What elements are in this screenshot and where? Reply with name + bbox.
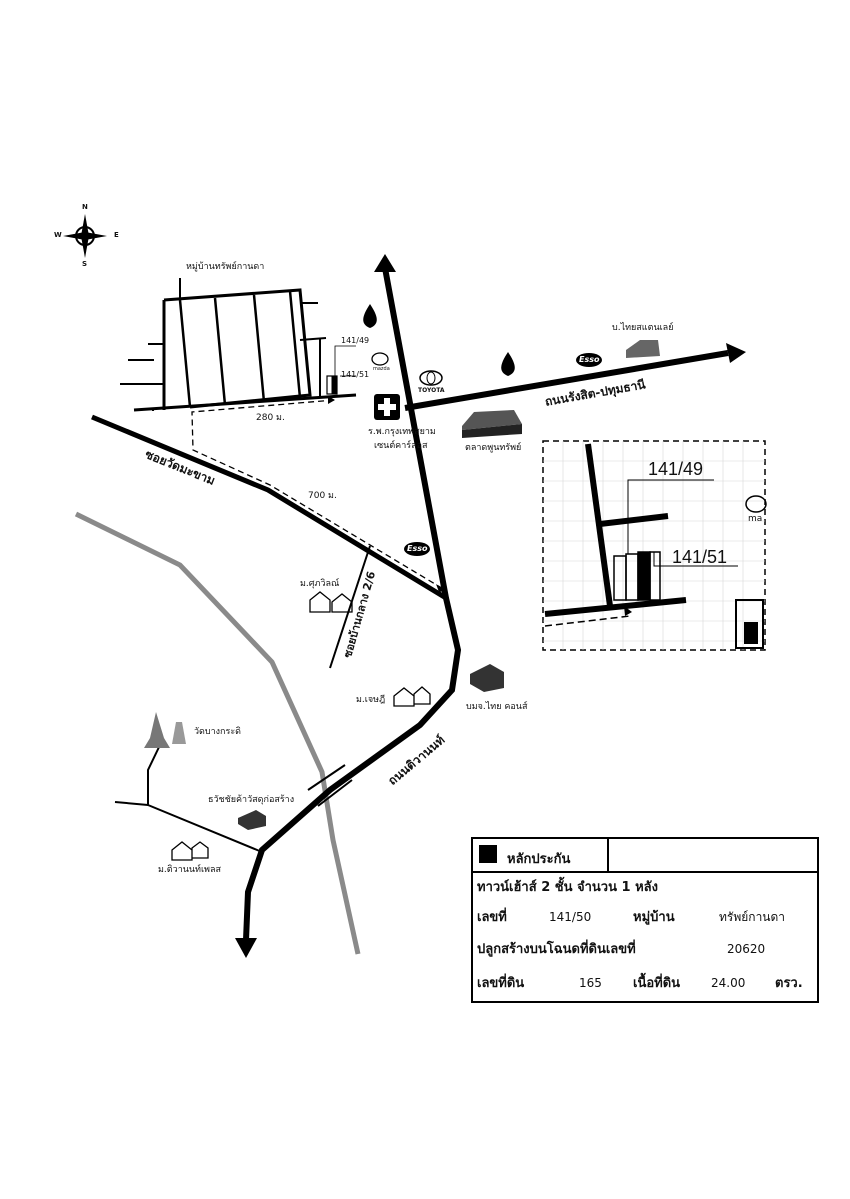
village-plan: [120, 278, 357, 412]
river: [74, 511, 361, 955]
toyota-logo-icon: [419, 370, 443, 386]
label-toyota: TOYOTA: [418, 387, 445, 394]
office-building-icon-2: [238, 810, 266, 830]
compass-e: E: [114, 231, 119, 239]
road-rangsit: [404, 350, 729, 411]
info-area-value: 24.00: [711, 976, 746, 990]
road-wat: [147, 744, 263, 853]
info-deed-value: 20620: [727, 942, 766, 956]
road-wat-west: [114, 801, 149, 806]
label-thai-stanley: บ.ไทยสแตนเลย์: [612, 323, 674, 333]
house-icon-2: [393, 686, 431, 707]
esso-logo-icon-2: [404, 542, 430, 556]
market-building-icon: [462, 410, 522, 438]
label-mb-sukrawin: ม.ศุภวิลณ์: [300, 579, 340, 589]
inset-label-4151: 141/51: [672, 547, 728, 567]
label-thai-cons: บมจ.ไทย คอนส์: [466, 702, 528, 712]
mazda-logo-icon: [371, 352, 389, 366]
route-dashed: [191, 399, 446, 591]
label-mb-tiwanon-place: ม.ติวานนท์เพลส: [158, 865, 221, 875]
info-header-block-icon: [479, 845, 497, 863]
compass-n: N: [82, 203, 88, 211]
fuel-drop-icon-2: [501, 352, 515, 376]
temple-icon: [144, 712, 186, 748]
house-icon-3: [171, 841, 209, 861]
label-village-top: หมู่บ้านทรัพย์กานดา: [186, 262, 265, 272]
label-esso-2: Esso: [407, 544, 428, 553]
road-soi-watmaekham: [91, 414, 448, 601]
hospital-cross-icon: [374, 394, 400, 420]
label-dist-700: 700 ม.: [308, 491, 337, 501]
office-building-icon-1: [470, 664, 504, 692]
label-mazda: mazda: [373, 366, 390, 372]
road-tiwanon: [243, 267, 462, 941]
info-header: หลักประกัน: [473, 839, 819, 873]
arrow-south-icon: [235, 938, 257, 958]
inset-label-4149: 141/49: [648, 459, 704, 479]
compass-s: S: [82, 260, 88, 268]
label-esso-1: Esso: [579, 355, 600, 364]
arrow-east-icon: [726, 343, 746, 363]
arrow-north-icon: [374, 254, 396, 272]
info-area-label: เนื้อที่ดิน: [633, 976, 681, 991]
bridge: [307, 764, 353, 807]
inset-label-ma: ma: [748, 514, 763, 524]
esso-logo-icon-1: [576, 353, 602, 367]
info-land-no-label: เลขที่ดิน: [477, 976, 525, 991]
label-market: ตลาดพูนทรัพย์: [465, 443, 522, 453]
label-unit-4149: 141/49: [341, 336, 370, 345]
info-type: ทาวน์เฮ้าส์ 2 ชั้น จำนวน 1 หลัง: [477, 880, 658, 895]
info-deed-label: ปลูกสร้างบนโฉนดที่ดินเลขที่: [477, 942, 636, 957]
label-wat-bangkradi: วัดบางกระดิ: [194, 727, 242, 737]
label-hospital-1: ร.พ.กรุงเทพสยาม: [368, 427, 436, 437]
label-hospital-2: เซนต์คาร์ลอส: [374, 441, 428, 451]
inset-map: [542, 440, 767, 651]
label-unit-4151: 141/51: [341, 370, 370, 379]
house-icon-1: [309, 591, 353, 613]
collateral-info-box: หลักประกัน ทาวน์เฮ้าส์ 2 ชั้น จำนวน 1 หล…: [471, 837, 819, 1003]
road-soi-baanklang: [329, 545, 371, 669]
info-village-value: ทรัพย์กานดา: [719, 910, 786, 924]
info-village-label: หมู่บ้าน: [633, 910, 675, 925]
info-area-unit: ตรว.: [775, 976, 803, 991]
label-mb-jetsdi: ม.เจษฎี: [356, 695, 386, 705]
label-dist-280: 280 ม.: [256, 413, 285, 423]
info-no-value: 141/50: [549, 910, 592, 924]
fuel-drop-icon-1: [363, 304, 377, 328]
info-title: หลักประกัน: [507, 852, 571, 867]
label-material-shop: ธวัชชัยค้าวัสดุก่อสร้าง: [208, 795, 295, 805]
compass-w: W: [54, 231, 62, 239]
compass-icon: [63, 214, 107, 258]
info-land-no-value: 165: [579, 976, 602, 990]
info-no-label: เลขที่: [477, 910, 507, 925]
factory-building-icon: [626, 340, 660, 358]
